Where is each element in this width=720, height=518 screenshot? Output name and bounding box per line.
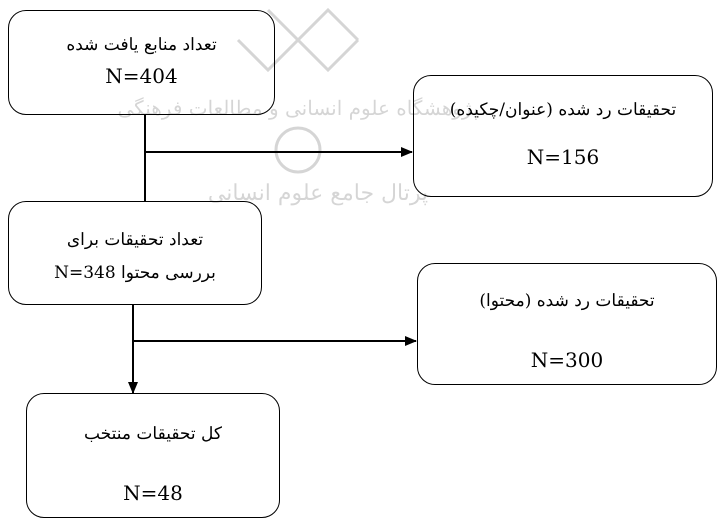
node-content-review: تعداد تحقیقات برای بررسی محتوا 348=N xyxy=(8,201,262,305)
node-content-review-line2: بررسی محتوا 348=N xyxy=(54,263,216,283)
node-selected-count: N=48 xyxy=(123,481,183,505)
node-rejected-title-abstract: تحقیقات رد شده (عنوان/چکیده) N=156 xyxy=(413,75,713,197)
node-selected-title: کل تحقیقات منتخب xyxy=(83,424,223,444)
node-found-count: N=404 xyxy=(105,64,178,88)
node-found-sources: تعداد منابع یافت شده N=404 xyxy=(8,10,275,115)
node-rejected-title-label: تحقیقات رد شده (عنوان/چکیده) xyxy=(449,100,677,120)
node-rejected-content-label: تحقیقات رد شده (محتوا) xyxy=(479,291,655,311)
node-selected-studies: کل تحقیقات منتخب N=48 xyxy=(26,393,280,518)
node-content-review-line1: تعداد تحقیقات برای xyxy=(66,230,204,250)
node-rejected-content: تحقیقات رد شده (محتوا) N=300 xyxy=(417,263,717,385)
node-found-title: تعداد منابع یافت شده xyxy=(66,35,217,55)
node-rejected-title-count: N=156 xyxy=(526,145,600,169)
node-rejected-content-count: N=300 xyxy=(530,348,604,372)
